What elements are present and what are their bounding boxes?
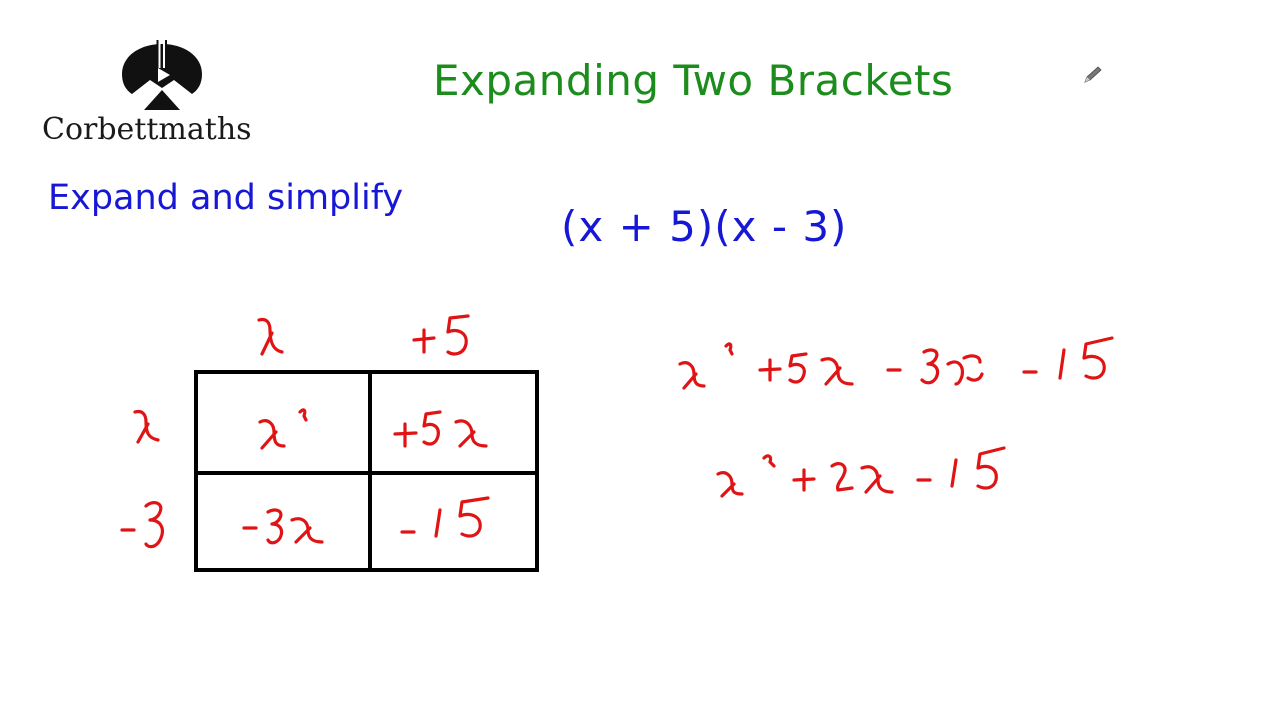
column-header-plus5 xyxy=(412,314,470,356)
cell-minus15 xyxy=(400,496,490,538)
question-expression: (x + 5)(x - 3) xyxy=(561,202,848,251)
working-line-2 xyxy=(716,446,1006,498)
question-prompt: Expand and simplify xyxy=(48,178,404,218)
corbettmaths-logo-icon xyxy=(122,40,202,110)
corbettmaths-logo: Corbettmaths xyxy=(40,40,272,152)
page-title: Expanding Two Brackets xyxy=(433,56,954,105)
column-header-x xyxy=(257,317,284,356)
pencil-icon xyxy=(1084,66,1102,83)
cell-x-squared xyxy=(258,408,308,450)
working-line-1 xyxy=(678,336,1114,390)
row-header-x xyxy=(133,409,160,444)
cell-plus5x xyxy=(393,410,488,448)
grid-table xyxy=(194,370,539,572)
cell-minus3x xyxy=(242,508,324,545)
brand-name: Corbettmaths xyxy=(42,112,252,147)
row-header-minus3 xyxy=(120,501,164,549)
